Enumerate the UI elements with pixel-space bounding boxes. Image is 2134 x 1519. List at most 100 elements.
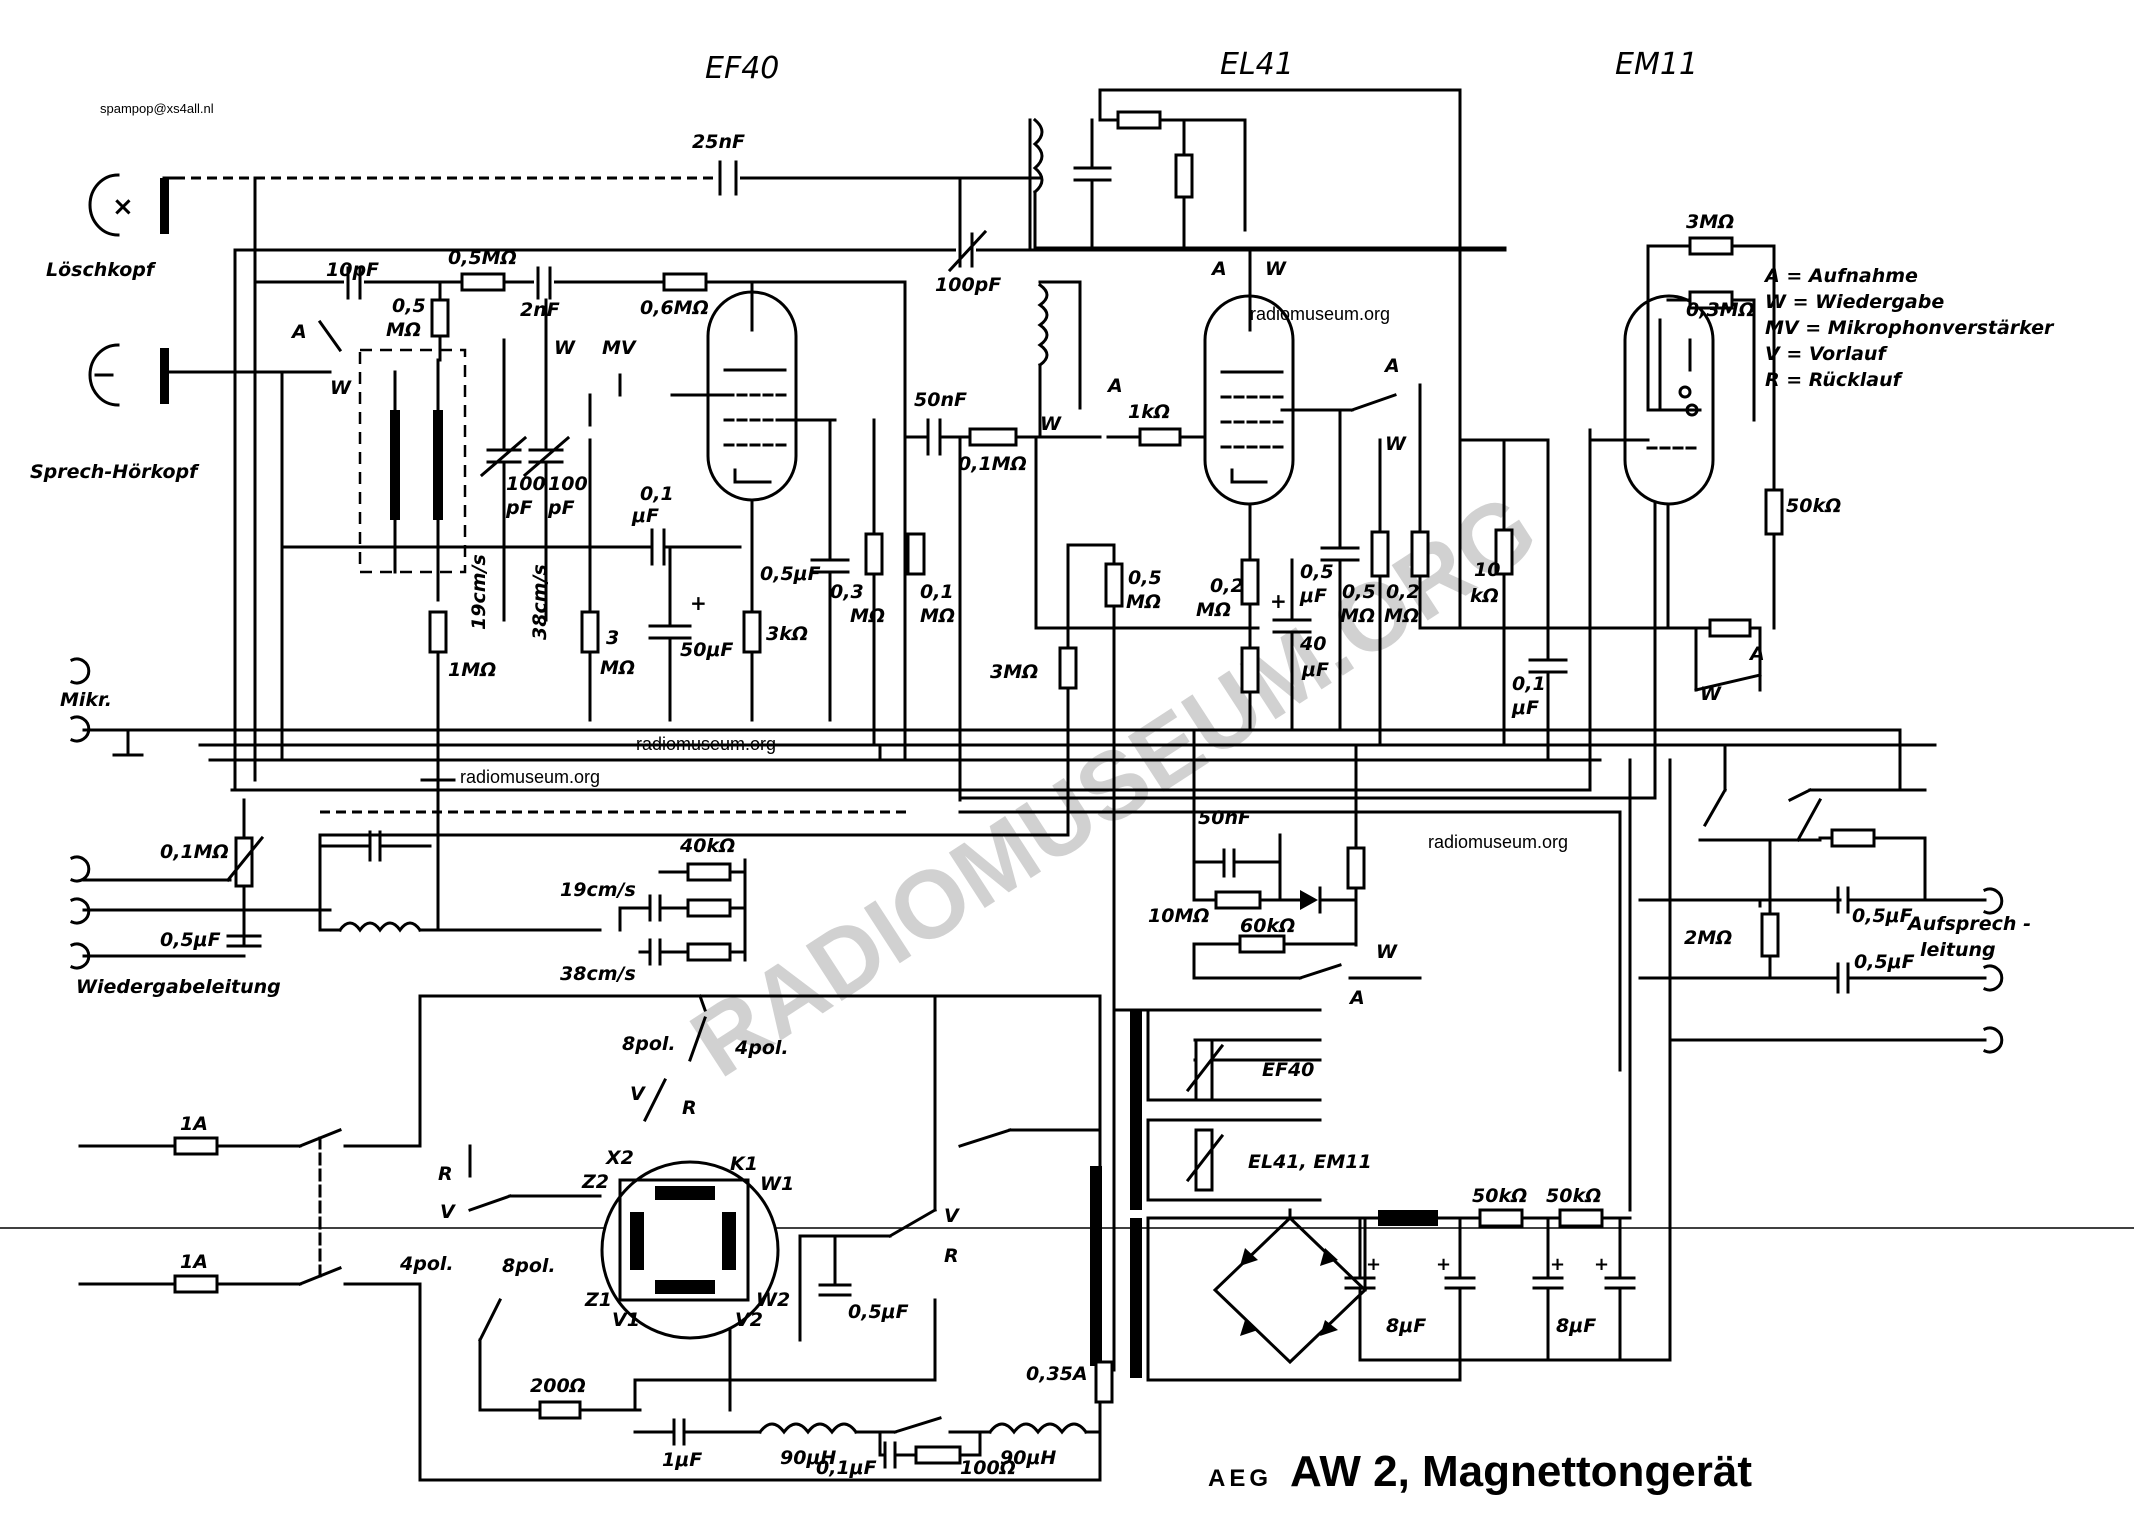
resistor-03m (864, 532, 884, 576)
label-r03m-a: 0,3 (830, 581, 864, 603)
resistor-3m-em11 (1688, 236, 1734, 256)
capacitor-50uf: + (648, 545, 707, 722)
label-mic: Mikr. (60, 689, 112, 711)
label-w-el41: W (1040, 413, 1062, 435)
label-c8u-1: 8μF (1386, 1315, 1426, 1337)
label-a-el41: A (1106, 375, 1123, 397)
resistor-06m (662, 272, 708, 292)
label-w1: W1 (760, 1173, 794, 1195)
label-z2: Z2 (581, 1171, 609, 1193)
watermark-2: radiomuseum.org (636, 734, 776, 754)
svg-text:+: + (1270, 589, 1287, 613)
capacitor-05uf-rec1 (1836, 886, 2004, 915)
capacitor-01uf-em11 (1528, 438, 1568, 762)
capacitor-01uf (280, 528, 742, 566)
label-c05u-m: 0,5μF (848, 1301, 909, 1323)
label-r3m-a: 3 (606, 627, 619, 649)
label-pol8b: 8pol. (502, 1255, 556, 1277)
resistor-100 (914, 1445, 962, 1465)
resistor-01m-series (968, 427, 1018, 447)
filter-network: + + + + (1288, 1208, 1672, 1382)
label-r05m-a: 0,5 (1128, 567, 1162, 589)
label-r50k-2: 50kΩ (1546, 1185, 1601, 1207)
label-c100-b2: pF (547, 497, 575, 519)
label-w-top: W (1265, 258, 1287, 280)
resistor-2m (1760, 912, 1780, 958)
capacitor-50nf-mid (1192, 728, 1282, 902)
label-a-el41-sw: A (1383, 355, 1400, 377)
resistor-feedback-top (1116, 110, 1162, 130)
label-r10k-b: kΩ (1470, 585, 1499, 607)
caps-speed (436, 858, 747, 966)
label-a-left: A (290, 321, 307, 343)
label-c40-b: μF (1301, 659, 1329, 681)
title-brand: AEG (1208, 1465, 1272, 1492)
coil-1 (390, 410, 400, 520)
resistor-05m-pair (1370, 530, 1390, 578)
label-c01-b: μF (631, 505, 659, 527)
switch-bank-right (1698, 743, 1927, 902)
resistor-1k (1138, 427, 1182, 447)
tube-el41 (1203, 280, 1354, 562)
label-c40-a: 40 (1299, 633, 1326, 655)
resistor-02m-pair (1410, 530, 1430, 578)
capacitor-05uf-play (226, 934, 262, 948)
capacitor-feedback (1073, 118, 1112, 250)
svg-text:+: + (690, 591, 707, 615)
resistor-rec-right (1830, 828, 1876, 848)
watermark-4: radiomuseum.org (1428, 832, 1568, 852)
label-w-em11: W (1700, 683, 1722, 705)
resistor-feedback-vert (1174, 153, 1194, 199)
svg-text:+: + (1594, 1254, 1609, 1275)
tube-label-ef40: EF40 (705, 51, 779, 86)
svg-text:×: × (112, 192, 134, 222)
capacitor-1mohm-coupling (420, 778, 456, 932)
transformer-heaters (1112, 1008, 1462, 1382)
label-r02-a: 0,2 (1210, 575, 1244, 597)
label-c8u-2: 8μF (1556, 1315, 1596, 1337)
label-a-mid: A (1348, 987, 1365, 1009)
power-input (78, 1128, 422, 1294)
capacitor-50nf (903, 418, 972, 456)
label-sp38: 38cm/s (560, 963, 636, 985)
label-sp19: 19cm/s (560, 879, 636, 901)
coil-playback (318, 921, 440, 933)
label-tr-ef40: EF40 (1262, 1059, 1314, 1081)
capacitor-05uf-motor (818, 1234, 852, 1297)
label-f035: 0,35A (1026, 1363, 1088, 1385)
label-c100-a2: 100 (548, 473, 588, 495)
label-c05u-play: 0,5μF (160, 929, 221, 951)
capacitor-05uf-el41 (1320, 408, 1360, 732)
resistor-02m (1240, 558, 1260, 606)
resistor-3m-el41 (1058, 646, 1078, 690)
resistor-1m (428, 610, 448, 654)
shield-box (358, 348, 467, 574)
resistor-200 (538, 1400, 582, 1420)
label-c05u-rec1: 0,5μF (1852, 905, 1913, 927)
label-r10m: 10MΩ (1148, 905, 1210, 927)
label-r03m-em: 0,3MΩ (1686, 299, 1755, 321)
label-c05u: 0,5μF (760, 563, 821, 585)
label-pol4: 4pol. (734, 1037, 789, 1059)
mic-jack (70, 657, 202, 757)
inductor-90uh-2 (987, 1422, 1102, 1435)
label-r2m: 2MΩ (1684, 927, 1732, 949)
resistor-cathode-el41 (1240, 646, 1260, 694)
label-r1k: 1kΩ (1128, 401, 1170, 423)
playback-jacks (70, 855, 91, 970)
bridge-rectifier (1212, 1208, 1368, 1365)
label-mv: MV (602, 337, 637, 359)
label-c01u-b: μF (1511, 697, 1539, 719)
label-c05-b: μF (1299, 585, 1327, 607)
motor (600, 1160, 780, 1340)
label-speed38: 38cm/s (529, 564, 551, 640)
resistor-mid-vert (1346, 846, 1366, 890)
svg-text:+: + (1366, 1254, 1381, 1275)
label-r05-b: MΩ (386, 319, 421, 341)
label-r05m-b: MΩ (1126, 591, 1161, 613)
label-c100-a1: 100 (506, 473, 546, 495)
label-r02m2-a: 0,2 (1386, 581, 1420, 603)
tube-label-el41: EL41 (1220, 47, 1294, 82)
label-r10k-a: 10 (1474, 559, 1500, 581)
